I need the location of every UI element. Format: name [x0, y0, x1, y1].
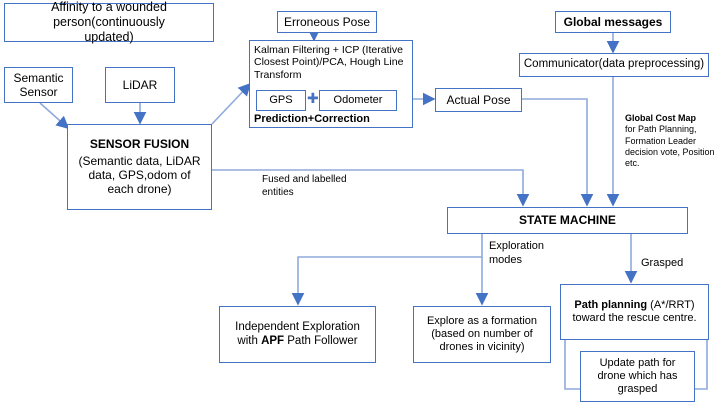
- independent-exploration-box: Independent Exploration with APF Path Fo…: [219, 306, 376, 363]
- global-cost-map-body: for Path Planning, Formation Leader deci…: [625, 124, 715, 168]
- sensor-fusion-title: SENSOR FUSION: [89, 137, 190, 152]
- independent-with: with: [237, 334, 262, 347]
- semantic-sensor-box: Semantic Sensor: [4, 67, 73, 103]
- affinity-text: Affinity to a wounded person(continuousl…: [51, 0, 167, 44]
- grasped-label: Grasped: [641, 257, 684, 269]
- arrow-fusion-to-state: [212, 169, 530, 207]
- odometer-box: Odometer: [319, 90, 397, 111]
- actual-pose-box: Actual Pose: [435, 88, 522, 112]
- global-messages-box: Global messages: [555, 11, 671, 33]
- actual-pose-text: Actual Pose: [446, 92, 511, 107]
- odometer-text: Odometer: [333, 93, 383, 106]
- path-planning-text: Path planning (A*/RRT) toward the rescue…: [565, 299, 705, 325]
- formation-box: Explore as a formation (based on number …: [413, 306, 551, 363]
- update-path-text: Update path for drone which has grasped: [597, 356, 678, 396]
- path-planning-box: Path planning (A*/RRT) toward the rescue…: [560, 284, 709, 340]
- exploration-modes-label: Exploration modes: [489, 240, 545, 266]
- gps-text: GPS: [269, 93, 293, 106]
- global-cost-map-title: Global Cost Map: [625, 113, 697, 123]
- loop-path-to-update: [564, 340, 580, 390]
- independent-rest: Path Follower: [284, 334, 358, 347]
- arrow-state-to-independent: [291, 234, 483, 306]
- path-planning-bold: Path planning: [574, 298, 648, 311]
- lidar-text: LiDAR: [122, 77, 158, 92]
- loop-update-to-path: [695, 340, 708, 390]
- arrow-actual-to-state: [522, 98, 594, 207]
- gps-box: GPS: [256, 90, 306, 111]
- update-path-box: Update path for drone which has grasped: [580, 351, 695, 402]
- plus-icon: ✚: [307, 90, 319, 106]
- independent-line2: with APF Path Follower: [237, 335, 357, 349]
- formation-text: Explore as a formation (based on number …: [426, 314, 538, 354]
- fused-label: Fused and labelled entities: [262, 174, 347, 198]
- state-machine-box: STATE MACHINE: [447, 207, 688, 234]
- prediction-correction-label: Prediction+Correction: [254, 113, 370, 125]
- state-machine-text: STATE MACHINE: [519, 213, 616, 228]
- sensor-fusion-box: SENSOR FUSION (Semantic data, LiDAR data…: [67, 124, 212, 210]
- affinity-box: Affinity to a wounded person(continuousl…: [4, 0, 214, 44]
- independent-apf: APF: [261, 334, 285, 347]
- erroneous-pose-text: Erroneous Pose: [283, 14, 371, 29]
- communicator-text: Communicator(data preprocessing): [523, 58, 705, 71]
- lidar-box: LiDAR: [105, 67, 175, 103]
- global-messages-text: Global messages: [563, 14, 663, 29]
- arrow-fusion-to-kalman: [211, 82, 252, 125]
- kalman-text: Kalman Filtering + ICP (Iterative Closes…: [254, 44, 404, 81]
- communicator-box: Communicator(data preprocessing): [519, 53, 709, 77]
- arrow-semantic-to-fusion: [39, 102, 70, 130]
- path-planning-rest: (A*/RRT) toward the rescue centre.: [572, 298, 697, 324]
- kalman-box: Kalman Filtering + ICP (Iterative Closes…: [249, 40, 413, 128]
- global-cost-map-note: Global Cost Map for Path Planning, Forma…: [625, 113, 720, 169]
- independent-line1: Independent Exploration: [235, 320, 360, 333]
- semantic-sensor-text: Semantic Sensor: [13, 70, 64, 99]
- sensor-fusion-body: (Semantic data, LiDAR data, GPS,odom of …: [78, 153, 201, 197]
- erroneous-pose-box: Erroneous Pose: [277, 11, 377, 33]
